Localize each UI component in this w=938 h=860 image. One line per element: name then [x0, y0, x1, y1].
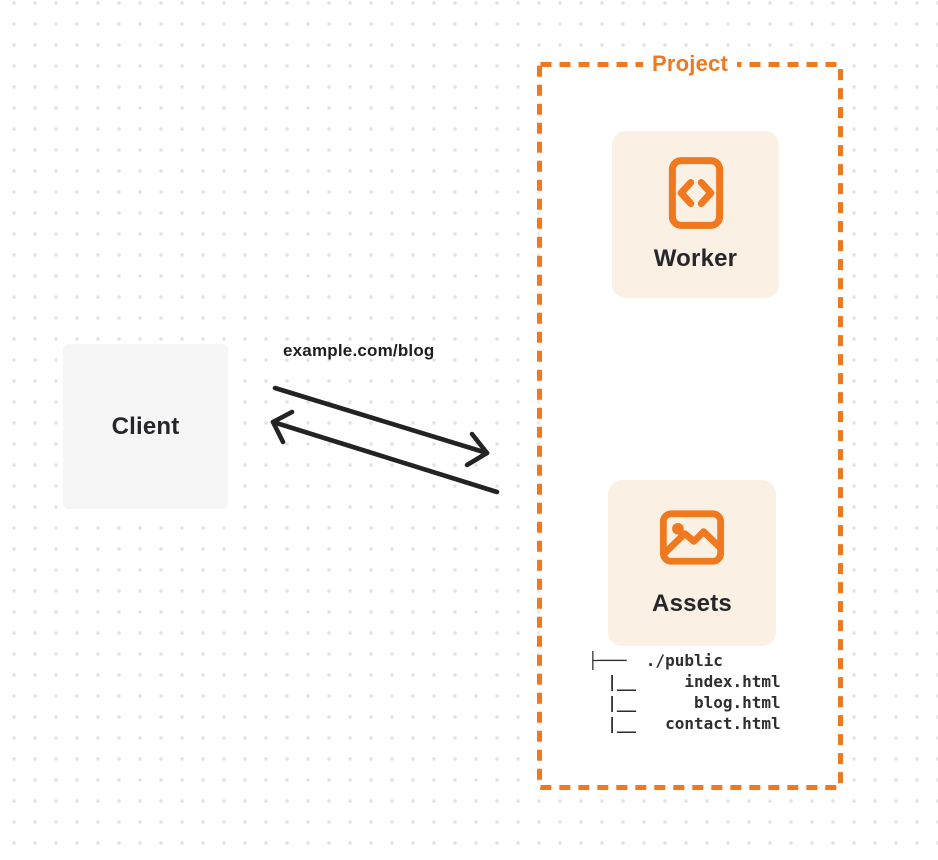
request-arrow — [272, 385, 490, 456]
worker-card: Worker — [612, 131, 779, 298]
assets-label: Assets — [652, 589, 732, 617]
assets-file-tree: ├─── ./public |__ index.html |__ blog.ht… — [588, 651, 781, 733]
project-label-container: Project — [537, 51, 843, 77]
client-node: Client — [63, 344, 228, 509]
response-arrow — [270, 419, 500, 495]
request-response-arrows — [270, 385, 500, 495]
worker-label: Worker — [653, 245, 738, 272]
response-arrowhead-icon — [270, 409, 295, 445]
client-label: Client — [111, 412, 180, 440]
project-label: Project — [643, 51, 737, 77]
request-arrowhead-icon — [464, 431, 490, 468]
code-file-icon — [668, 156, 724, 230]
assets-card: Assets — [608, 480, 776, 646]
request-url-label: example.com/blog — [283, 341, 435, 360]
image-icon — [659, 509, 725, 566]
